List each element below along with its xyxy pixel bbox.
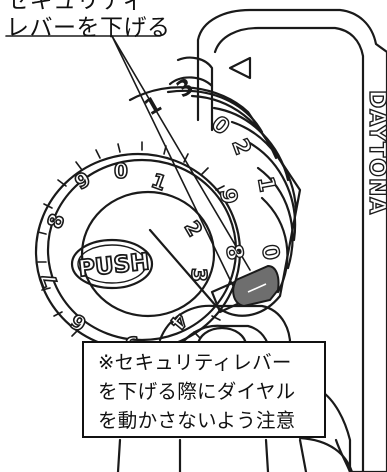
push-button <box>70 238 154 290</box>
code-digit: 0 <box>206 111 234 140</box>
brand-logo: DAYTONA <box>364 90 387 215</box>
notice-line-1: ※セキュリティレバー <box>98 351 292 374</box>
code-digit: 9 <box>214 187 241 206</box>
notice-line-2: を下げる際にダイヤル <box>98 380 296 403</box>
code-digit: 1 <box>252 175 279 194</box>
callout-line-1: セキュリティ <box>6 0 146 14</box>
callout-leader-line <box>111 35 237 293</box>
dial-digit: 9 <box>71 167 95 195</box>
lock-housing <box>196 8 387 472</box>
dial-digit: 2 <box>180 217 208 241</box>
dial-digit: 1 <box>148 168 169 195</box>
callout-lever-instruction: セキュリティ レバーを下げる <box>6 0 171 42</box>
push-label: PUSH <box>77 249 151 282</box>
housing-top-notch <box>228 56 252 80</box>
code-digit: 2 <box>226 136 255 159</box>
caution-notice-box: ※セキュリティレバー を下げる際にダイヤル を動かさないよう注意 <box>82 341 326 438</box>
code-digit: 1 <box>141 92 167 121</box>
lower-bracket <box>158 304 292 354</box>
dial-digit: 3 <box>187 268 211 282</box>
notice-line-3: を動かさないよう注意 <box>98 409 296 432</box>
housing-inner-edge <box>213 26 365 472</box>
security-lever <box>232 264 280 308</box>
callout-line-2: レバーを下げる <box>6 15 171 41</box>
code-wheel-barrel <box>128 86 302 317</box>
dial-digit: 0 <box>114 159 128 183</box>
housing-side-rib <box>176 56 214 132</box>
dial-digit: 7 <box>35 269 62 290</box>
code-digit: 0 <box>256 243 283 262</box>
code-digit: 8 <box>220 243 247 262</box>
dial-digit: 6 <box>66 309 90 337</box>
